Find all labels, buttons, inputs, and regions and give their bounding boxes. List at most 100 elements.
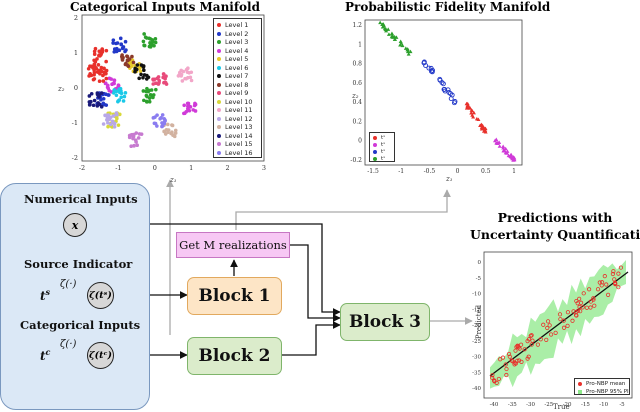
categorical-point xyxy=(187,70,191,75)
fidelity-point xyxy=(471,110,476,115)
categorical-point xyxy=(122,94,127,99)
fidelity-x-label: z₁ xyxy=(446,175,453,183)
x-tick-label: -0.5 xyxy=(424,168,436,175)
x-tick-label: -2 xyxy=(79,164,85,172)
categorical-point xyxy=(89,64,94,69)
categorical-point xyxy=(153,37,158,41)
categorical-point xyxy=(142,43,147,48)
fidelity-point xyxy=(497,144,502,148)
categorical-point xyxy=(123,91,128,95)
legend-label: Level 11 xyxy=(225,106,253,115)
legend-entry: Level 14 xyxy=(217,132,253,140)
x-tick-label: 0 xyxy=(456,168,460,175)
categorical-point xyxy=(156,82,161,86)
prediction-point xyxy=(571,309,576,314)
legend-entry: tˢ xyxy=(373,148,385,156)
categorical-point xyxy=(99,91,104,95)
legend-label: Level 6 xyxy=(225,63,249,72)
categorical-point xyxy=(99,65,104,70)
categorical-point xyxy=(111,91,116,95)
categorical-point xyxy=(176,74,181,78)
x-tick-label: -1.5 xyxy=(367,168,379,175)
legend-marker xyxy=(217,133,221,138)
legend-entry: tˢ xyxy=(373,155,385,163)
categorical-point xyxy=(120,58,125,62)
categorical-point xyxy=(144,93,149,98)
prediction-point xyxy=(529,333,534,338)
fidelity-point xyxy=(439,80,445,86)
categorical-y-label: z₂ xyxy=(58,85,65,93)
fidelity-point xyxy=(480,124,485,129)
categorical-point xyxy=(104,76,109,81)
categorical-point xyxy=(95,91,100,95)
categorical-point xyxy=(181,69,186,74)
categorical-point xyxy=(92,49,97,54)
fidelity-point xyxy=(382,23,387,28)
legend-marker xyxy=(217,57,221,62)
legend-label: tˢ xyxy=(381,142,386,149)
categorical-point xyxy=(116,83,121,88)
prediction-point xyxy=(600,280,605,285)
prediction-point xyxy=(541,322,546,327)
categorical-point xyxy=(96,63,101,67)
prediction-point xyxy=(492,379,497,384)
source-indicator-title: Source Indicator xyxy=(24,257,133,271)
y-tick-label: 1 xyxy=(358,41,362,48)
x-tick-label: -25 xyxy=(544,402,553,408)
x-tick-label: -15 xyxy=(581,402,590,408)
prediction-point xyxy=(547,323,552,328)
categorical-point xyxy=(106,124,110,129)
prediction-point xyxy=(545,325,550,331)
legend-label: tˢ xyxy=(381,156,386,163)
y-tick-label: -25 xyxy=(472,339,481,345)
legend-marker xyxy=(217,99,221,104)
prediction-point xyxy=(588,305,593,310)
legend-entry: Pro-NBP mean xyxy=(578,380,625,388)
prediction-point xyxy=(522,347,527,352)
categorical-point xyxy=(147,99,152,104)
fidelity-point xyxy=(476,117,481,122)
y-tick-label: -30 xyxy=(472,355,481,361)
arrow-realizations-to-block3 xyxy=(290,244,341,322)
categorical-point xyxy=(141,39,146,44)
categorical-point xyxy=(145,100,149,104)
categorical-point xyxy=(121,99,126,103)
prediction-point xyxy=(595,287,601,292)
legend-marker xyxy=(217,48,221,53)
prediction-point xyxy=(504,366,509,372)
x-tick-label: -20 xyxy=(563,402,572,408)
fidelity-point xyxy=(482,126,487,131)
categorical-point xyxy=(92,62,97,67)
prediction-point xyxy=(515,358,520,363)
legend-entry: Level 16 xyxy=(217,149,253,157)
categorical-point xyxy=(114,93,119,98)
categorical-point xyxy=(112,124,117,129)
prediction-point xyxy=(504,372,509,378)
categorical-point xyxy=(93,46,98,51)
categorical-point xyxy=(129,144,133,149)
categorical-point xyxy=(189,78,194,83)
categorical-point xyxy=(153,121,158,126)
prediction-point xyxy=(506,351,512,357)
prediction-point xyxy=(606,292,611,297)
y-tick-label: 0.2 xyxy=(352,118,362,125)
categorical-point xyxy=(184,109,189,114)
prediction-point xyxy=(612,277,617,282)
categorical-point xyxy=(114,89,119,94)
x-tick-label: -30 xyxy=(526,402,535,408)
prediction-point xyxy=(578,300,584,305)
x-tick-label: 1 xyxy=(189,164,193,172)
x-tick-label: -5 xyxy=(619,402,625,408)
prediction-point xyxy=(516,345,521,350)
fidelity-point xyxy=(503,150,508,155)
numerical-inputs-title: Numerical Inputs xyxy=(24,192,138,206)
fidelity-point xyxy=(492,138,497,143)
categorical-point xyxy=(162,117,166,121)
prediction-point xyxy=(507,354,512,359)
categorical-point xyxy=(138,69,143,74)
categorical-point xyxy=(100,50,105,54)
prediction-point xyxy=(580,305,585,310)
categorical-point xyxy=(102,72,107,76)
